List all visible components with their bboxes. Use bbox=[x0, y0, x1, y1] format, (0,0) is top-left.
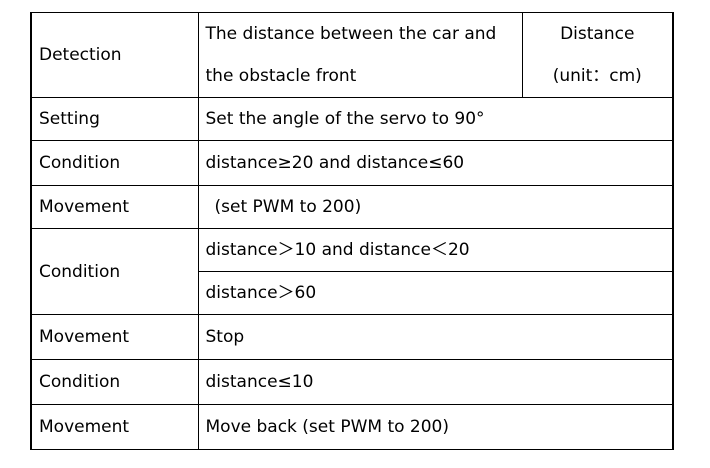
row-value-cell: Set the angle of the servo to 90° bbox=[197, 97, 674, 141]
row-value: Move back (set PWM to 200) bbox=[205, 417, 450, 437]
table-row: Movement (set PWM to 200) bbox=[30, 185, 674, 229]
table-row: Movement Stop bbox=[30, 314, 674, 360]
row-value: Stop bbox=[205, 327, 245, 347]
row-value-cell: Stop bbox=[197, 314, 674, 360]
header-distance-line1: Distance bbox=[560, 24, 635, 44]
row-label: Movement bbox=[39, 197, 130, 217]
row-value: Set the angle of the servo to 90° bbox=[205, 109, 485, 129]
table-row: Condition distance＞10 and distance＜20 bbox=[30, 228, 674, 315]
header-description-line1: The distance between the car and bbox=[205, 24, 497, 44]
row-value-cell: distance＞10 and distance＜20 bbox=[197, 228, 674, 272]
header-distance-line1-cell: Distance bbox=[521, 12, 674, 55]
row-label: Setting bbox=[39, 109, 100, 129]
row-label-cell: Condition bbox=[30, 228, 199, 315]
header-detection-cell: Detection bbox=[30, 12, 199, 98]
movement-spec-table: Detection The distance between the car a… bbox=[30, 12, 674, 450]
header-detection-label: Detection bbox=[39, 45, 122, 65]
table-row: Movement Move back (set PWM to 200) bbox=[30, 404, 674, 450]
row-value-cell: distance≥20 and distance≤60 bbox=[197, 140, 674, 186]
row-label-cell: Setting bbox=[30, 97, 199, 141]
header-row: Detection The distance between the car a… bbox=[30, 12, 674, 98]
table-row: Condition distance≥20 and distance≤60 bbox=[30, 140, 674, 186]
header-description-line2-cell: the obstacle front bbox=[197, 55, 523, 98]
header-description-line2: the obstacle front bbox=[205, 66, 357, 86]
row-value-cell: Move back (set PWM to 200) bbox=[197, 404, 674, 450]
header-description-line1-cell: The distance between the car and bbox=[197, 12, 523, 55]
row-label-cell: Movement bbox=[30, 185, 199, 229]
row-label: Condition bbox=[39, 261, 121, 282]
row-value: distance≥20 and distance≤60 bbox=[205, 153, 465, 173]
row-value: distance≤10 bbox=[205, 372, 314, 392]
header-distance-line2-cell: (unit：cm) bbox=[521, 55, 674, 98]
row-value-cell: distance≤10 bbox=[197, 359, 674, 405]
row-label: Movement bbox=[39, 327, 130, 347]
row-value-cell: distance＞60 bbox=[197, 271, 674, 315]
row-label: Movement bbox=[39, 417, 130, 437]
table-row: Condition distance≤10 bbox=[30, 359, 674, 405]
table-row: Setting Set the angle of the servo to 90… bbox=[30, 97, 674, 141]
row-label-cell: Movement bbox=[30, 404, 199, 450]
row-label-cell: Condition bbox=[30, 359, 199, 405]
row-label: Condition bbox=[39, 372, 121, 392]
row-label-cell: Movement bbox=[30, 314, 199, 360]
header-row-2: the obstacle front (unit：cm) bbox=[31, 55, 674, 98]
row-label: Condition bbox=[39, 153, 121, 173]
row-value: distance＞60 bbox=[205, 283, 317, 303]
row-value-cell: (set PWM to 200) bbox=[197, 185, 674, 229]
table-row: distance＞60 bbox=[31, 271, 674, 315]
row-value: (set PWM to 200) bbox=[214, 197, 362, 217]
row-label-cell: Condition bbox=[30, 140, 199, 186]
row-value: distance＞10 and distance＜20 bbox=[205, 240, 470, 260]
header-distance-unit: (unit：cm) bbox=[552, 66, 642, 86]
